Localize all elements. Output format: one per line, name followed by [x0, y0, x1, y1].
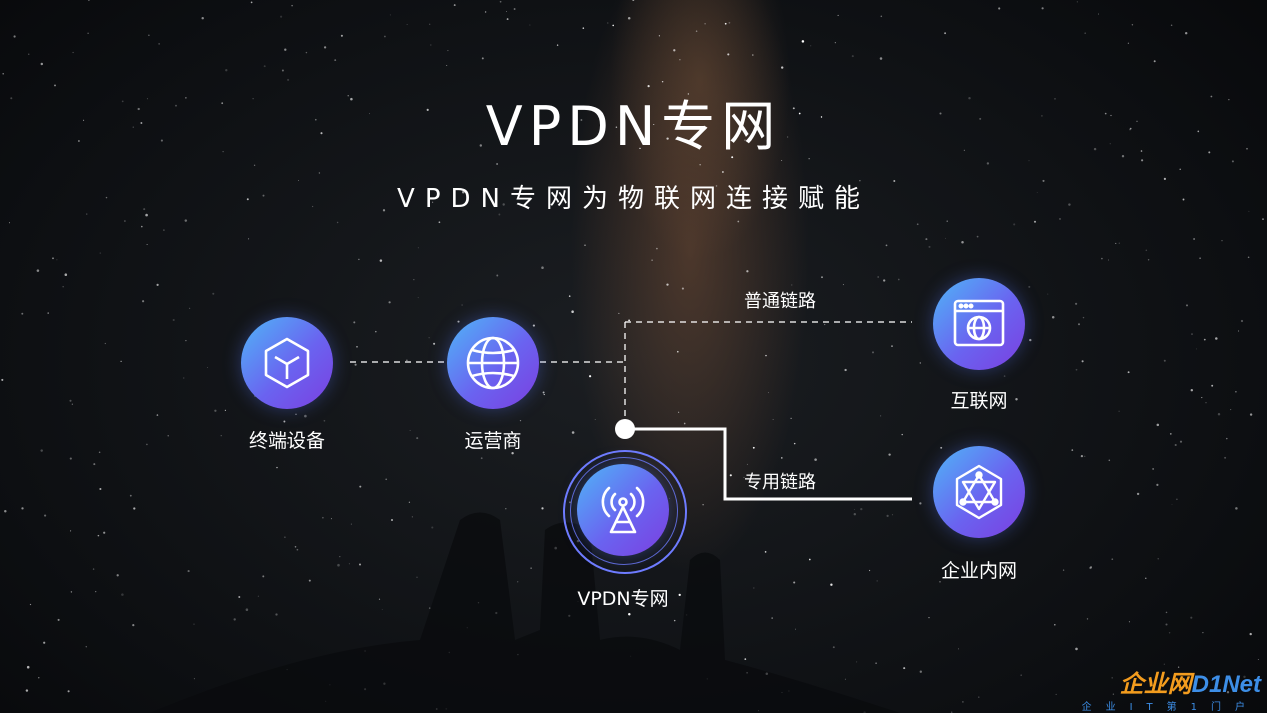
vpdn-inner-ring	[570, 457, 678, 565]
node-intranet-label: 企业内网	[940, 560, 1017, 582]
vpdn-outer-ring	[563, 450, 687, 574]
antenna-icon	[601, 486, 645, 534]
node-terminal-device	[241, 317, 333, 409]
cube-icon	[264, 337, 310, 389]
link-label-dedicated: 专用链路	[744, 472, 816, 493]
solid-link-intranet	[625, 427, 912, 501]
link-label-normal: 普通链路	[744, 291, 816, 312]
node-terminal-label: 终端设备	[248, 430, 325, 452]
node-vpdn-label: VPDN专网	[577, 588, 669, 610]
node-carrier	[447, 317, 539, 409]
network-hexagon-icon	[955, 464, 1003, 520]
page-subtitle: VPDN专网为物联网连接赋能	[397, 184, 870, 214]
node-internet-label: 互联网	[950, 390, 1008, 412]
watermark-logo: 企业网D1Net	[1120, 664, 1261, 699]
globe-icon	[466, 336, 520, 390]
node-vpdn	[577, 464, 669, 556]
node-intranet	[933, 446, 1025, 538]
browser-globe-icon	[953, 299, 1005, 347]
watermark-brand-cn: 企业网	[1119, 671, 1192, 698]
node-internet	[933, 278, 1025, 370]
watermark-brand-en: D1Net	[1191, 671, 1261, 698]
node-carrier-label: 运营商	[464, 430, 522, 452]
watermark-tagline: 企业IT第1门户	[1081, 702, 1259, 713]
page-title: VPDN专网	[485, 95, 782, 158]
junction-dot	[615, 419, 635, 439]
